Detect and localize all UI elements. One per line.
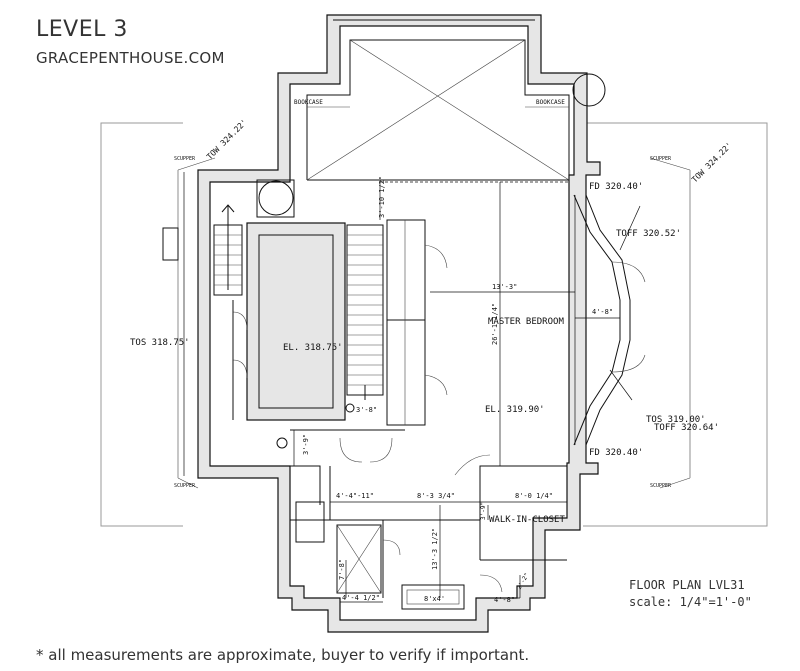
floor-plan-scale: scale: 1/4"=1'-0" [629,595,752,609]
tos-label-left: TOS 318.75' [130,338,190,348]
scupper-label-tl: SCUPPER [174,156,196,162]
fd-label-bottom: FD 320.40' [589,448,643,458]
toff-label-top: TOFF 320.52' [616,229,681,239]
bookcase-label-right: BOOKCASE [536,99,565,106]
elevation-label-main: EL. 319.90' [485,405,545,415]
dim-8x4: 8'x4' [424,595,445,603]
dim-4-4-11: 4'-4"-11" [336,492,374,500]
dim-3-10-half: 3'-10 1/2" [378,176,386,218]
dim-3-8: 3'-8" [356,406,377,414]
dimension-lines [183,172,641,603]
dim-13-3: 13'-3" [492,283,517,291]
tow-label-right: TOW 324.22' [690,141,734,185]
dim-8-3-three-quarter: 8'-3 3/4" [417,492,455,500]
stairs [213,204,384,400]
exterior-walls [197,14,601,633]
dim-4-8-bottom: 4'-8" [494,596,515,604]
elevation-label-elevator: EL. 318.75' [283,343,343,353]
scupper-label-br: SCUPPER [650,483,672,489]
level-title: LEVEL 3 [36,17,128,42]
dim-7-8: 7'-8" [338,559,346,580]
room-label-walk-in-closet: WALK-IN-CLOSET [489,515,565,525]
tow-label-left: TOW 324.22' [205,118,249,162]
dim-13-3-half: 13'-3 1/2" [431,528,439,570]
toff-label-bottom: TOFF 320.64' [654,423,719,433]
bay-window [573,194,646,446]
dim-3-9-closet: 3'-9" [480,502,487,520]
room-label-master-bedroom: MASTER BEDROOM [488,317,564,327]
bookcase-label-left: BOOKCASE [294,99,323,106]
website-label: GRACEPENTHOUSE.COM [36,49,225,67]
dim-4-8-right: 4'-8" [592,308,613,316]
scupper-label-tr: SCUPPER [650,156,672,162]
closet-shelves [386,219,448,426]
dim-26-1-quarter: 26'-1 1/4" [491,303,499,345]
floor-plan-title: FLOOR PLAN LVL31 [629,578,745,592]
fd-label-top: FD 320.40' [589,182,643,192]
disclaimer-footnote: * all measurements are approximate, buye… [36,646,530,664]
scupper-label-bl: SCUPPER [174,483,196,489]
dim-8-0-quarter: 8'-0 1/4" [515,492,553,500]
tos-label-right: TOS 319.00' [646,415,706,425]
deck-outline [100,122,768,527]
dim-3-9: 3'-9" [302,434,310,455]
elevator-shaft [246,179,346,421]
dim-4-4-half: 4'-4 1/2" [342,594,380,602]
roof-void [306,39,606,181]
